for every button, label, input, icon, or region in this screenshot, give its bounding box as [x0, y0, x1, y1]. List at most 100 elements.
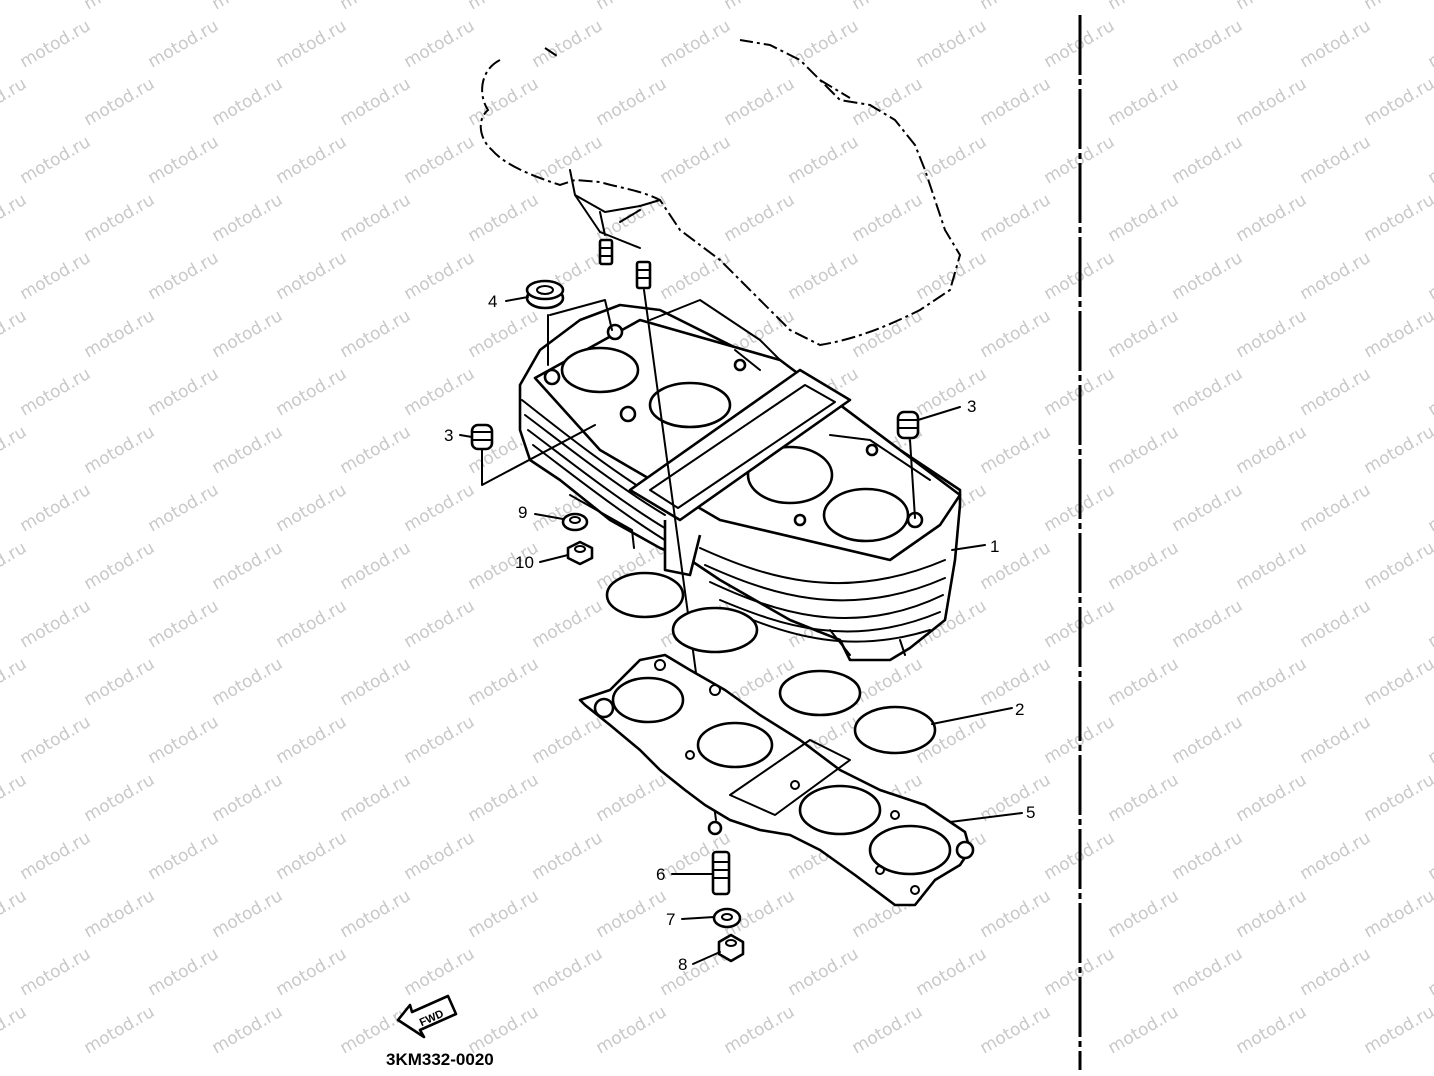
watermark-text: motod.ru — [209, 1002, 287, 1058]
watermark-text: motod.ru — [337, 538, 415, 594]
watermark-text: motod.ru — [1361, 0, 1434, 14]
watermark-text: motod.ru — [1105, 422, 1183, 478]
watermark-text: motod.ru — [1169, 364, 1247, 420]
callout-6: 6 — [656, 865, 665, 884]
watermark-text: motod.ru — [273, 944, 351, 1000]
watermark-text: motod.ru — [81, 770, 159, 826]
watermark-text: motod.ru — [913, 132, 991, 188]
watermark-text: motod.ru — [1297, 828, 1375, 884]
watermark-text: motod.ru — [465, 74, 543, 130]
part-6-stud — [711, 850, 731, 896]
watermark-text: motod.ru — [1233, 306, 1311, 362]
watermark-text: motod.ru — [0, 770, 30, 826]
watermark-text: motod.ru — [273, 132, 351, 188]
watermark-text: motod.ru — [1297, 248, 1375, 304]
watermark-text: motod.ru — [401, 364, 479, 420]
watermark-text: motod.ru — [337, 422, 415, 478]
watermark-text: motod.ru — [273, 364, 351, 420]
watermark-text: motod.ru — [401, 132, 479, 188]
part-3-dowel-right — [896, 410, 920, 440]
watermark-text: motod.ru — [1105, 190, 1183, 246]
watermark-text: motod.ru — [145, 828, 223, 884]
watermark-text: motod.ru — [1233, 74, 1311, 130]
watermark-text: motod.ru — [721, 0, 799, 14]
part-4-grommet — [525, 279, 565, 310]
watermark-text: motod.ru — [529, 16, 607, 72]
callout-5: 5 — [1026, 803, 1035, 822]
watermark-text: motod.ru — [1361, 538, 1434, 594]
watermark-text: motod.ru — [1425, 596, 1434, 652]
watermark-text: motod.ru — [1297, 944, 1375, 1000]
dowel-guide-lines-left — [481, 299, 613, 486]
watermark-text: motod.ru — [1425, 16, 1434, 72]
watermark-text: motod.ru — [145, 364, 223, 420]
crankcase-stud-left — [598, 238, 614, 266]
watermark-text: motod.ru — [145, 480, 223, 536]
watermark-text: motod.ru — [337, 306, 415, 362]
watermark-text: motod.ru — [1233, 1002, 1311, 1058]
watermark-text: motod.ru — [593, 886, 671, 942]
watermark-text: motod.ru — [209, 654, 287, 710]
watermark-text: motod.ru — [465, 306, 543, 362]
watermark-text: motod.ru — [401, 712, 479, 768]
watermark-text: motod.ru — [721, 190, 799, 246]
callout-3-left: 3 — [444, 426, 453, 445]
watermark-text: motod.ru — [1169, 248, 1247, 304]
watermark-text: motod.ru — [849, 1002, 927, 1058]
watermark-text: motod.ru — [17, 712, 95, 768]
watermark-text: motod.ru — [1361, 770, 1434, 826]
o-ring-3 — [778, 669, 862, 717]
watermark-text: motod.ru — [1169, 480, 1247, 536]
watermark-text: motod.ru — [913, 364, 991, 420]
watermark-text: motod.ru — [1105, 0, 1183, 14]
callout-7: 7 — [666, 910, 675, 929]
watermark-text: motod.ru — [209, 190, 287, 246]
watermark-text: motod.ru — [1169, 132, 1247, 188]
watermark-text: motod.ru — [81, 306, 159, 362]
watermark-text: motod.ru — [401, 248, 479, 304]
watermark-text: motod.ru — [1361, 1002, 1434, 1058]
watermark-text: motod.ru — [337, 0, 415, 14]
watermark-text: motod.ru — [1361, 422, 1434, 478]
watermark-text: motod.ru — [0, 1002, 30, 1058]
watermark-text: motod.ru — [785, 16, 863, 72]
watermark-text: motod.ru — [209, 538, 287, 594]
watermark-text: motod.ru — [529, 596, 607, 652]
diagram-code: 3KM332-0020 — [386, 1050, 494, 1069]
watermark-text: motod.ru — [1105, 654, 1183, 710]
watermark-text: motod.ru — [1297, 364, 1375, 420]
watermark-text: motod.ru — [81, 422, 159, 478]
watermark-text: motod.ru — [593, 770, 671, 826]
watermark-text: motod.ru — [209, 422, 287, 478]
watermark-text: motod.ru — [1297, 480, 1375, 536]
watermark-text: motod.ru — [1425, 944, 1434, 1000]
watermark-text: motod.ru — [1169, 828, 1247, 884]
watermark-text: motod.ru — [273, 596, 351, 652]
watermark-text: motod.ru — [0, 886, 30, 942]
dowel-guide-line-right — [909, 439, 916, 519]
watermark-text: motod.ru — [1169, 944, 1247, 1000]
watermark-text: motod.ru — [337, 886, 415, 942]
watermark-text: motod.ru — [1297, 596, 1375, 652]
watermark-text: motod.ru — [1233, 190, 1311, 246]
watermark-text: motod.ru — [1425, 132, 1434, 188]
callout-2: 2 — [1015, 700, 1024, 719]
watermark-text: motod.ru — [401, 16, 479, 72]
o-ring-4 — [853, 705, 937, 755]
part-10-nut — [566, 540, 594, 566]
watermark-text: motod.ru — [529, 828, 607, 884]
callout-4: 4 — [488, 292, 497, 311]
watermark-text: motod.ru — [1297, 16, 1375, 72]
callout-8: 8 — [678, 955, 687, 974]
watermark-text: motod.ru — [273, 480, 351, 536]
callout-1: 1 — [990, 537, 999, 556]
watermark-text: motod.ru — [401, 944, 479, 1000]
crankcase-stud-right — [635, 260, 652, 290]
watermark-text: motod.ru — [977, 306, 1055, 362]
callout-3-right: 3 — [967, 397, 976, 416]
crankcase-mount-bracket — [569, 169, 661, 249]
watermark-text: motod.ru — [401, 596, 479, 652]
cylinder-base-gasket — [578, 653, 975, 907]
watermark-text: motod.ru — [785, 944, 863, 1000]
watermark-text: motod.ru — [977, 190, 1055, 246]
